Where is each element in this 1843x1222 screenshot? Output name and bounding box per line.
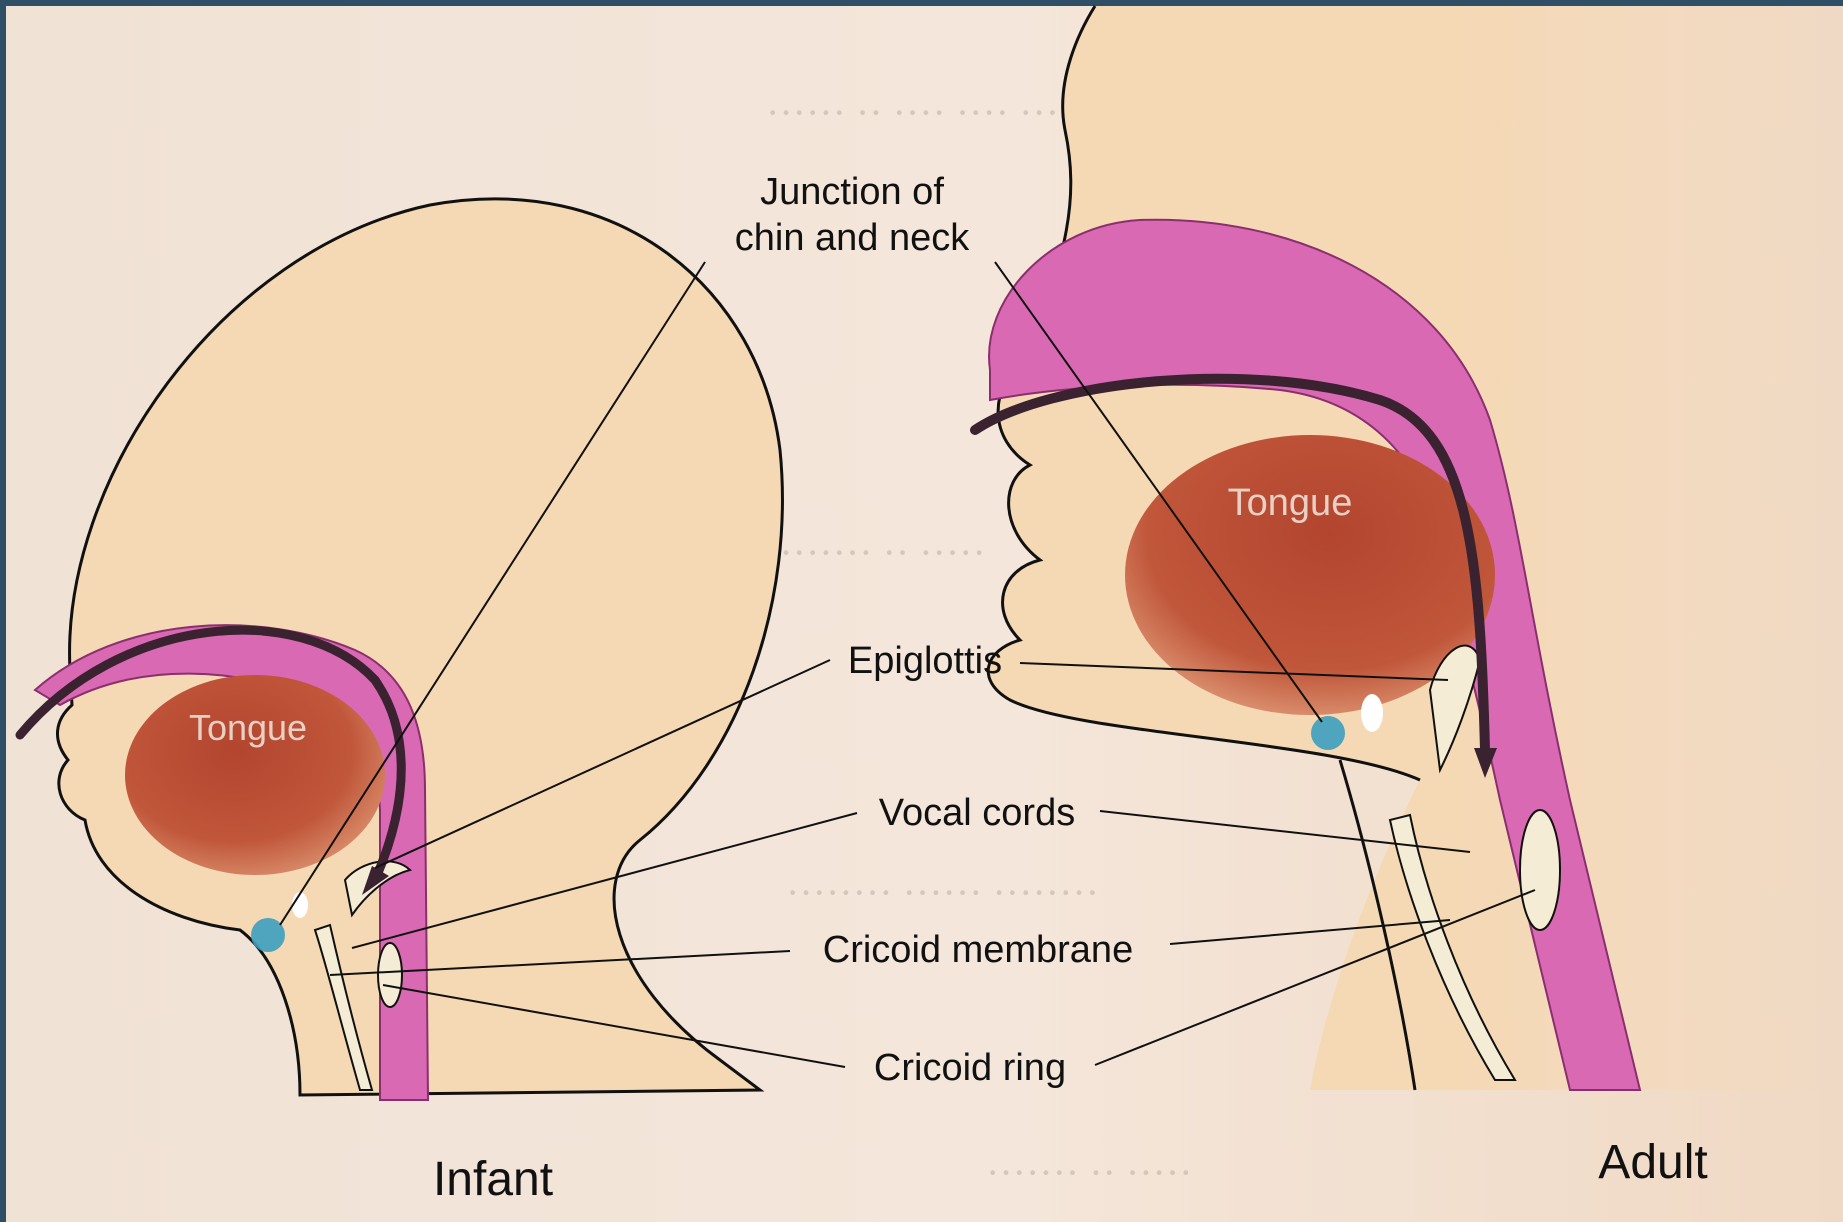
- infant-tongue-label: Tongue: [189, 707, 307, 748]
- label-cricoid-membrane: Cricoid membrane: [823, 929, 1133, 971]
- label-vocal-cords: Vocal cords: [879, 792, 1075, 834]
- label-epiglottis: Epiglottis: [848, 640, 1002, 682]
- infant-diagram: Tongue Infant: [20, 199, 782, 1206]
- label-junction-line2: chin and neck: [735, 217, 970, 259]
- infant-vallecula: [292, 892, 308, 918]
- adult-diagram: Tongue Adult: [975, 6, 1843, 1189]
- adult-vallecula: [1361, 694, 1383, 732]
- infant-cricoid-ring-shape: [378, 943, 402, 1007]
- label-junction-line1: Junction of: [760, 171, 944, 213]
- adult-caption: Adult: [1598, 1136, 1707, 1189]
- adult-tongue-label: Tongue: [1228, 482, 1353, 524]
- adult-cricoid-marker: [1311, 716, 1345, 750]
- infant-cricoid-marker: [251, 918, 285, 952]
- infant-tongue: [125, 675, 385, 875]
- label-cricoid-ring: Cricoid ring: [874, 1047, 1066, 1089]
- adult-cricoid-ring-shape: [1520, 810, 1560, 930]
- infant-caption: Infant: [433, 1153, 553, 1206]
